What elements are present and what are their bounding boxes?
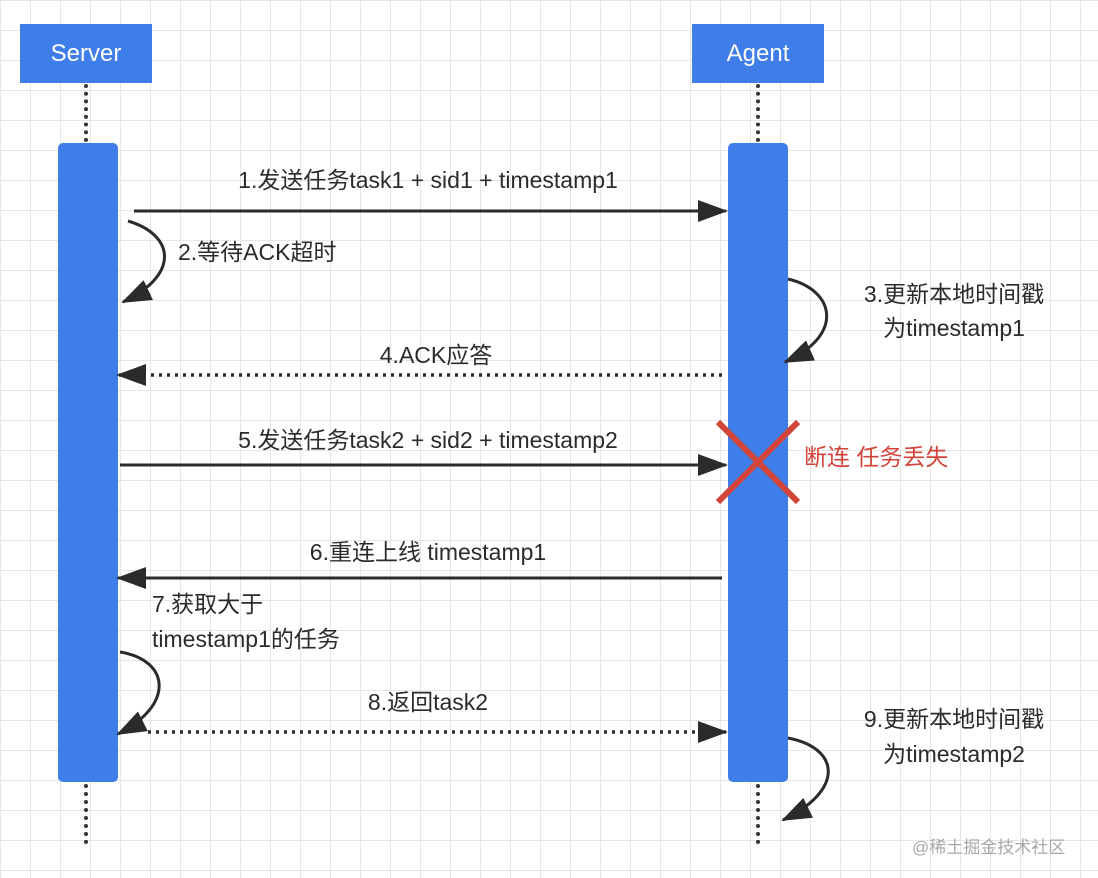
msg-7-label-line1: 7.获取大于 [152, 591, 264, 617]
msg-8-label: 8.返回task2 [367, 689, 489, 715]
agent-actor-label: Agent [726, 39, 790, 67]
arrow-msg-9 [781, 736, 830, 822]
agent-lifeline-bottom [756, 784, 760, 844]
msg-5-label: 5.发送任务task2 + sid2 + timestamp2 [238, 427, 618, 453]
msg-2-label: 2.等待ACK超时 [178, 239, 337, 265]
server-lifeline-top [84, 84, 88, 142]
msg-1-label: 1.发送任务task1 + sid1 + timestamp1 [238, 167, 618, 193]
server-lifeline-bottom [84, 784, 88, 844]
msg-3-label-line1: 3.更新本地时间戳 [863, 281, 1045, 307]
server-activation-bar [58, 143, 118, 782]
server-actor-label: Server [50, 39, 122, 67]
agent-lifeline-top [756, 84, 760, 142]
msg-3-label-line2: 为timestamp1 [883, 315, 1025, 341]
msg-9-label-line1: 9.更新本地时间戳 [863, 706, 1045, 732]
arrow-msg-2 [121, 219, 166, 304]
msg-9-label-line2: 为timestamp2 [883, 741, 1025, 767]
msg-4-label: 4.ACK应答 [379, 342, 493, 368]
arrow-msg-3 [783, 277, 829, 364]
agent-actor: Agent [692, 24, 824, 83]
watermark: @稀土掘金技术社区 [912, 838, 1066, 857]
server-actor: Server [20, 24, 152, 83]
failure-label: 断连 任务丢失 [804, 444, 949, 470]
arrow-msg-7 [116, 650, 161, 736]
msg-7-label-line2: timestamp1的任务 [152, 626, 340, 652]
failure-cross-icon [715, 419, 801, 505]
msg-6-label: 6.重连上线 timestamp1 [309, 539, 547, 565]
